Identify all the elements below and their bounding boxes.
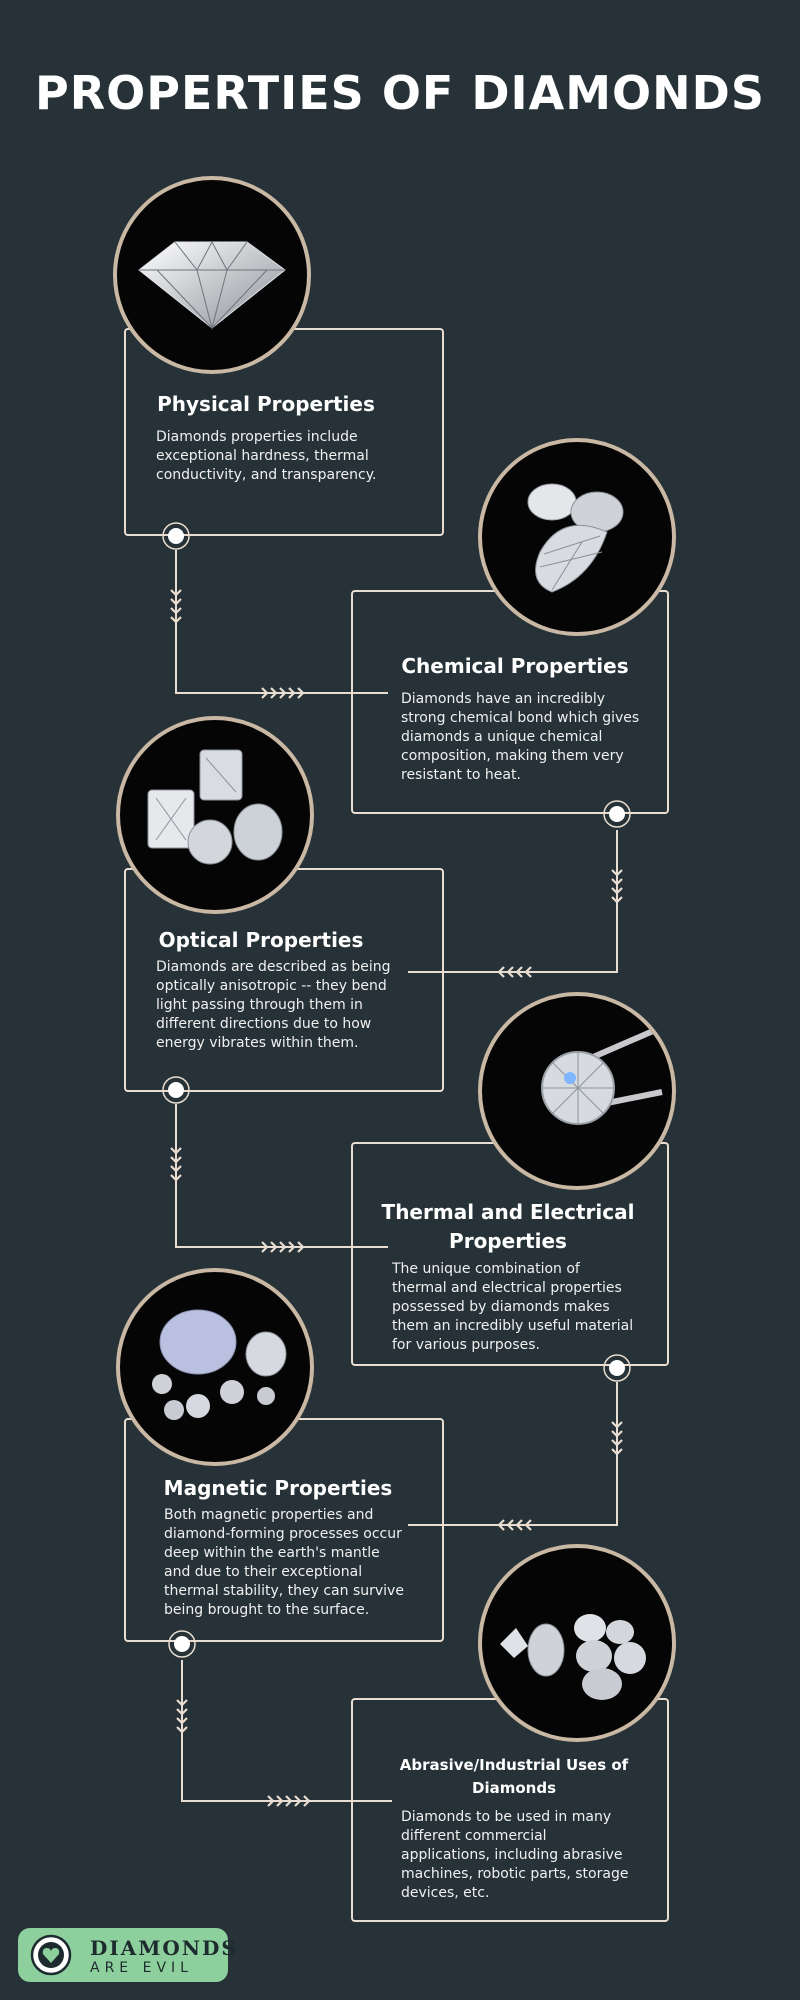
diamond-cluster-icon (478, 1544, 676, 1742)
logo-text-secondary: ARE EVIL (90, 1960, 193, 1976)
connector-2-3 (408, 830, 618, 973)
section-heading: Magnetic Properties (163, 1476, 393, 1500)
chevron-down-icon (170, 1147, 182, 1182)
single-diamond-icon (113, 176, 311, 374)
chevron-left-icon (497, 1519, 532, 1531)
section-description: Both magnetic properties and diamond-for… (164, 1507, 404, 1618)
section-description: Diamonds are described as being opticall… (156, 959, 391, 1051)
section-heading: Thermal and Electrical Properties (381, 1200, 635, 1253)
section-description: Diamonds have an incredibly strong chemi… (401, 691, 640, 783)
node-dot-icon (603, 800, 631, 828)
node-dot-icon (162, 1076, 190, 1104)
chevron-down-icon (611, 1421, 623, 1456)
diamond-in-tweezers-icon (478, 992, 676, 1190)
heart-diamond-logo-icon (30, 1934, 72, 1976)
logo-text-primary: DIAMONDS (90, 1936, 238, 1960)
page-title: PROPERTIES OF DIAMONDS (35, 66, 765, 120)
section-heading: Optical Properties (158, 928, 364, 952)
section-description: Diamonds to be used in many different co… (401, 1809, 629, 1901)
chevron-down-icon (611, 869, 623, 904)
section-heading: Abrasive/Industrial Uses of Diamonds (399, 1756, 629, 1797)
chevron-down-icon (176, 1699, 188, 1734)
node-dot-icon (162, 522, 190, 550)
section-description: The unique combination of thermal and el… (392, 1261, 634, 1353)
node-dot-icon (168, 1630, 196, 1658)
section-description: Diamonds properties include exceptional … (156, 429, 377, 483)
section-heading: Physical Properties (157, 392, 375, 416)
chevron-right-icon (261, 687, 305, 699)
chevron-right-icon (261, 1241, 305, 1253)
chevron-left-icon (497, 966, 532, 978)
connector-4-5 (408, 1382, 618, 1526)
connector-1-2 (175, 550, 388, 694)
node-dot-icon (603, 1354, 631, 1382)
loose-diamonds-icon (478, 438, 676, 636)
brand-logo[interactable]: DIAMONDS ARE EVIL (18, 1928, 236, 1982)
connector-5-6 (181, 1660, 392, 1802)
section-heading: Chemical Properties (401, 654, 629, 678)
cut-diamonds-icon (116, 716, 314, 914)
chevron-down-icon (170, 589, 182, 624)
scattered-diamonds-icon (116, 1268, 314, 1466)
chevron-right-icon (267, 1795, 311, 1807)
